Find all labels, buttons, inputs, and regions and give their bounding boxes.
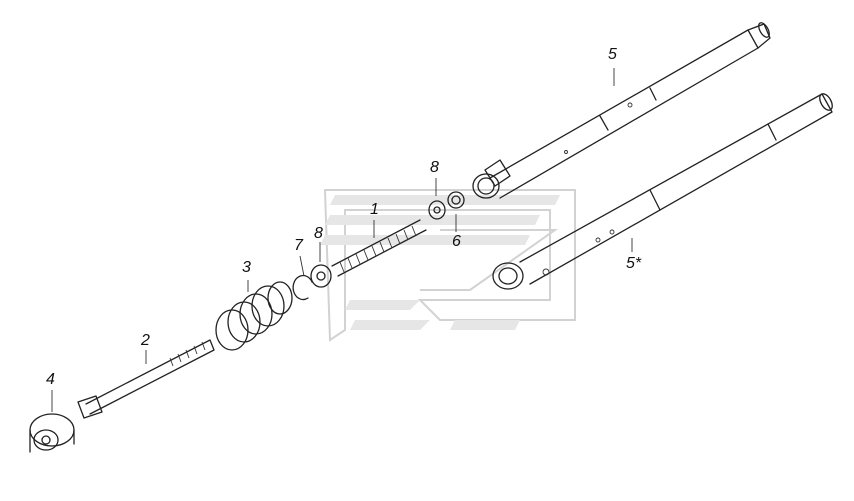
callout-6: 6	[452, 233, 461, 250]
part-5-shaft	[472, 22, 771, 199]
part-8-lower-washer	[310, 264, 332, 288]
part-7-snap-ring	[292, 274, 313, 301]
part-5-star-shaft	[492, 93, 833, 290]
callout-8-lower: 8	[314, 225, 323, 242]
part-4-cap	[29, 413, 75, 453]
callout-1: 1	[370, 201, 379, 218]
callout-7: 7	[294, 237, 303, 254]
part-2-rod	[77, 339, 215, 419]
callout-8-upper: 8	[430, 159, 439, 176]
leader-lines	[51, 68, 633, 412]
part-3-large-spring	[215, 281, 293, 351]
part-6-nut	[447, 191, 465, 209]
callout-5-star: 5*	[626, 255, 642, 272]
callout-3: 3	[242, 259, 251, 276]
callout-5: 5	[608, 46, 617, 63]
part-8-upper-washer	[428, 200, 446, 220]
watermark-logo	[320, 189, 576, 342]
part-1-spring	[331, 219, 427, 277]
callout-2: 2	[141, 332, 150, 349]
callout-4: 4	[46, 371, 55, 388]
